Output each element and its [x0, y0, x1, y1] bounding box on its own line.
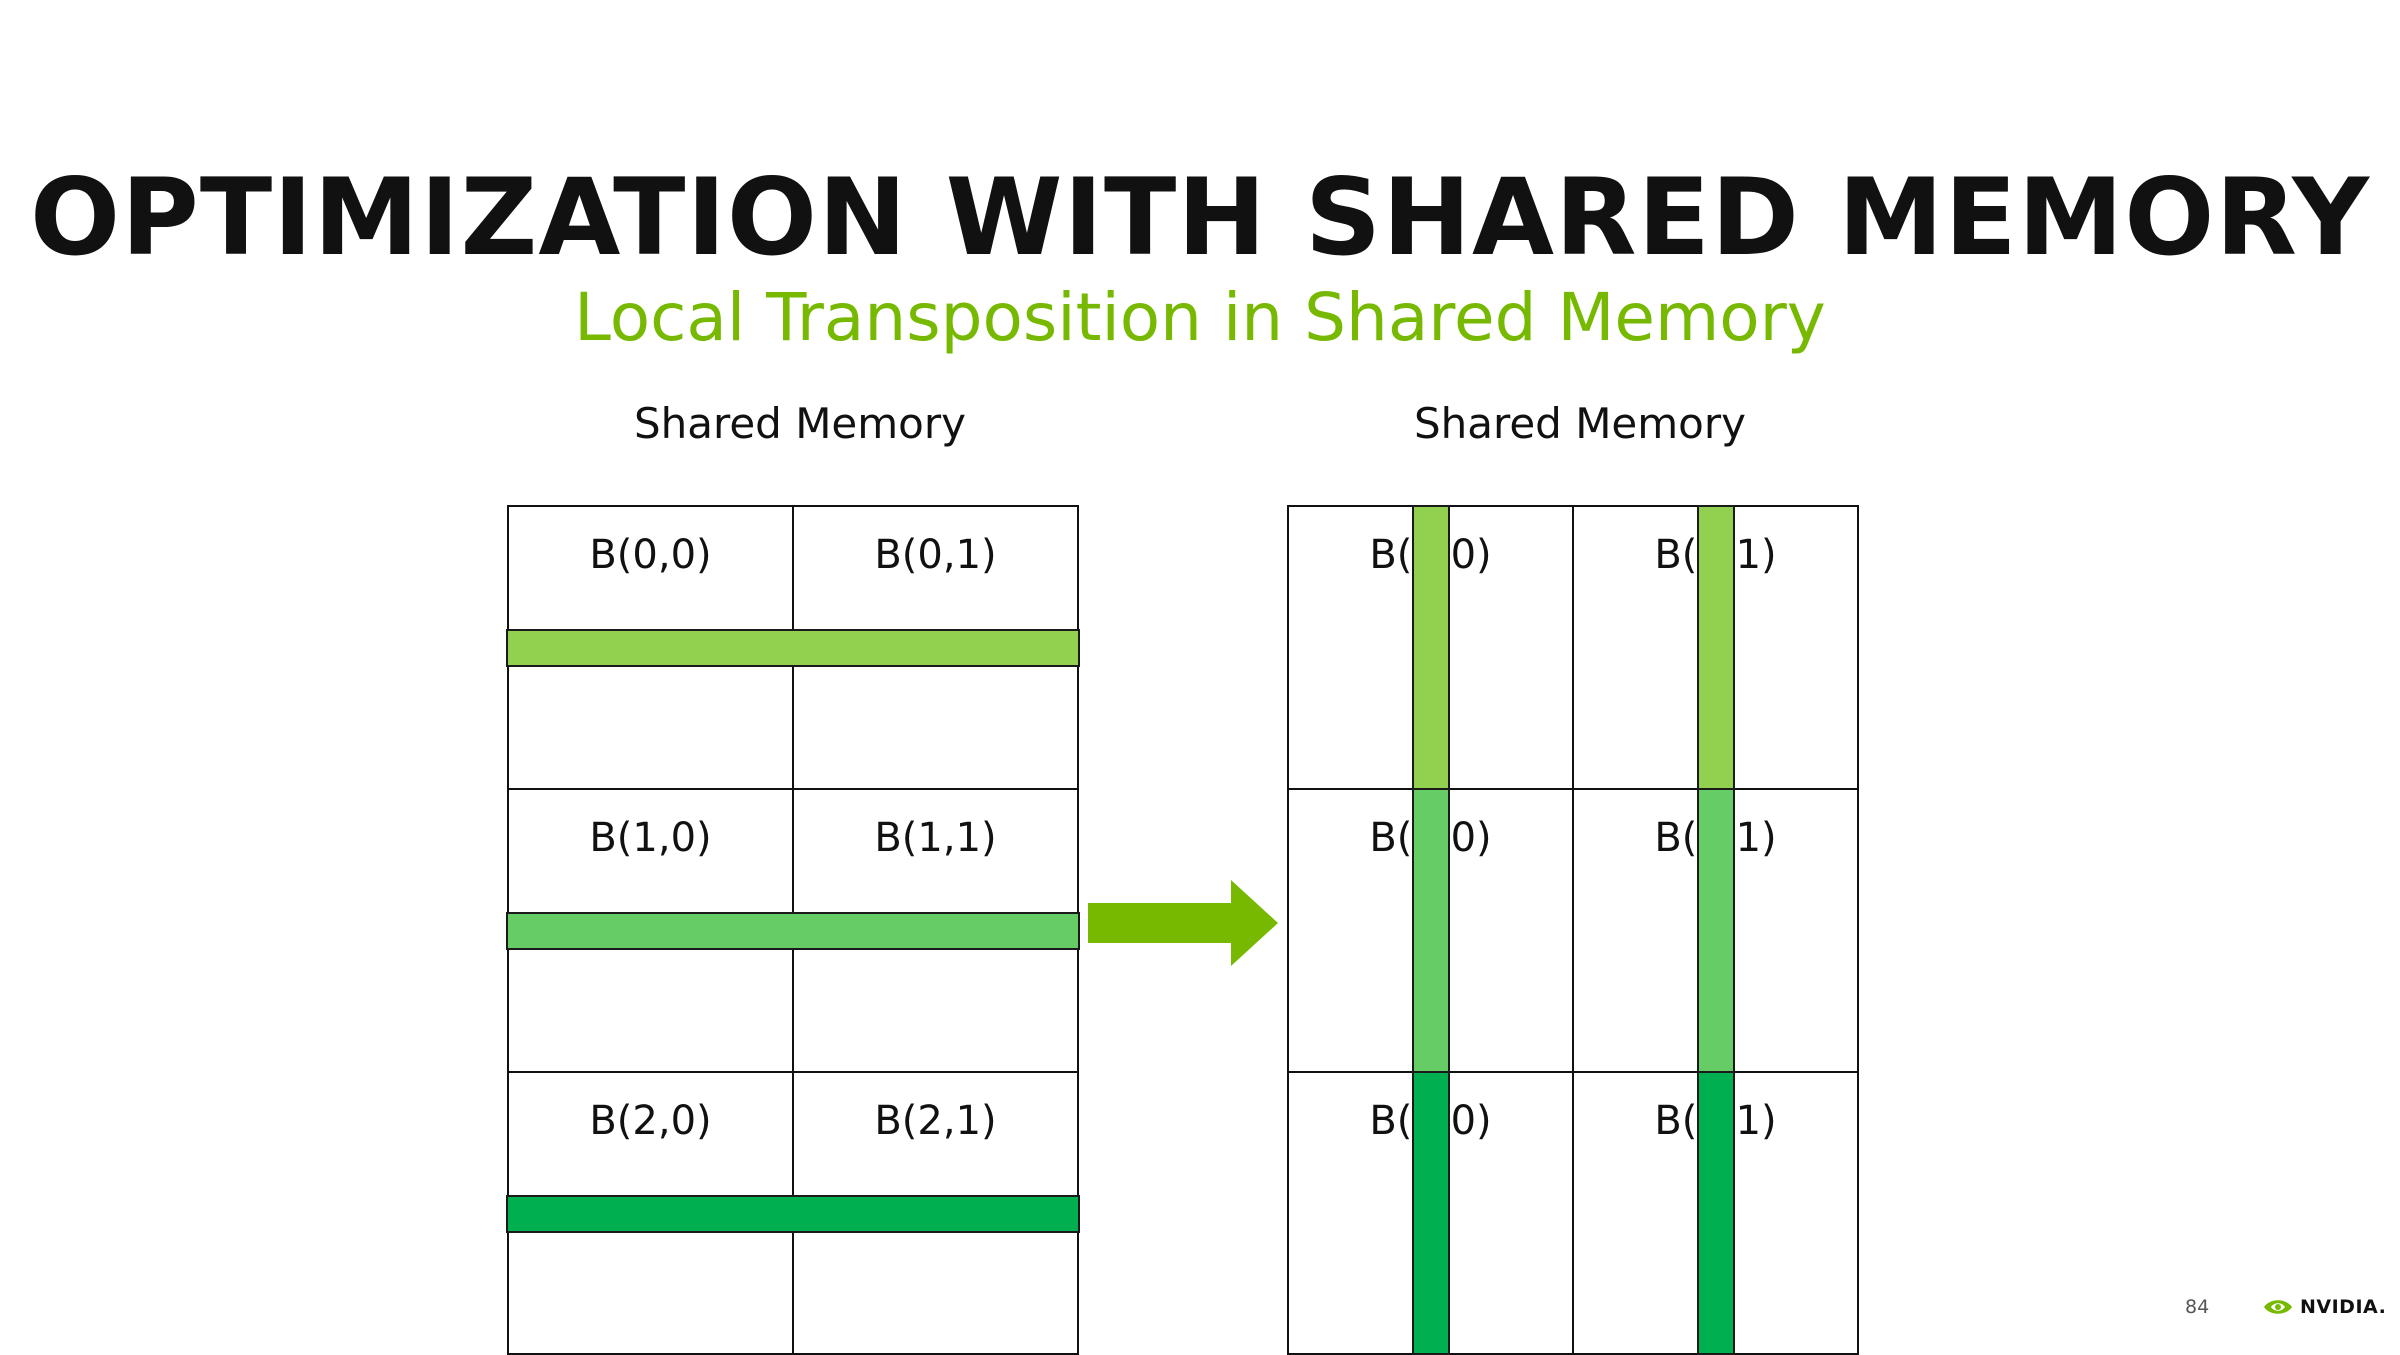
slide-title: OPTIMIZATION WITH SHARED MEMORY [30, 156, 2370, 279]
column-bar-segment [1697, 788, 1735, 1073]
cell-label: B(1,0) [589, 815, 712, 861]
cell-label: B(0,0) [589, 532, 712, 578]
column-bar-segment [1697, 505, 1735, 790]
column-bar-segment [1697, 1071, 1735, 1355]
cell-label: B(2,0) [589, 1098, 712, 1144]
slide-subtitle: Local Transposition in Shared Memory [574, 279, 1826, 356]
cell-label: B(0,1) [874, 532, 997, 578]
left-grid-label: Shared Memory [633, 399, 967, 448]
column-bar-segment [1412, 788, 1450, 1073]
cell-label: B(1,1) [874, 815, 997, 861]
row-highlight-bar-0 [506, 629, 1080, 667]
nvidia-logo: NVIDIA. [2262, 1290, 2386, 1324]
right-grid-label: Shared Memory [1413, 399, 1747, 448]
row-highlight-bar-1 [506, 912, 1080, 950]
column-bar-segment [1412, 505, 1450, 790]
right-grid: B(0,0) B(0,1) B(1,0) B(1,1) B(2,0) B(2,1… [1287, 505, 1859, 1355]
page-number: 84 [2185, 1296, 2210, 1318]
column-bar-segment [1412, 1071, 1450, 1355]
logo-text: NVIDIA. [2300, 1296, 2387, 1318]
cell-label: B(2,1) [874, 1098, 997, 1144]
left-grid: B(0,0) B(0,1) B(1,0) B(1,1) B(2,0) B(2,1… [506, 505, 1080, 1355]
arrow-right-icon [1088, 880, 1278, 966]
row-highlight-bar-2 [506, 1195, 1080, 1233]
nvidia-eye-icon [2264, 1300, 2292, 1314]
